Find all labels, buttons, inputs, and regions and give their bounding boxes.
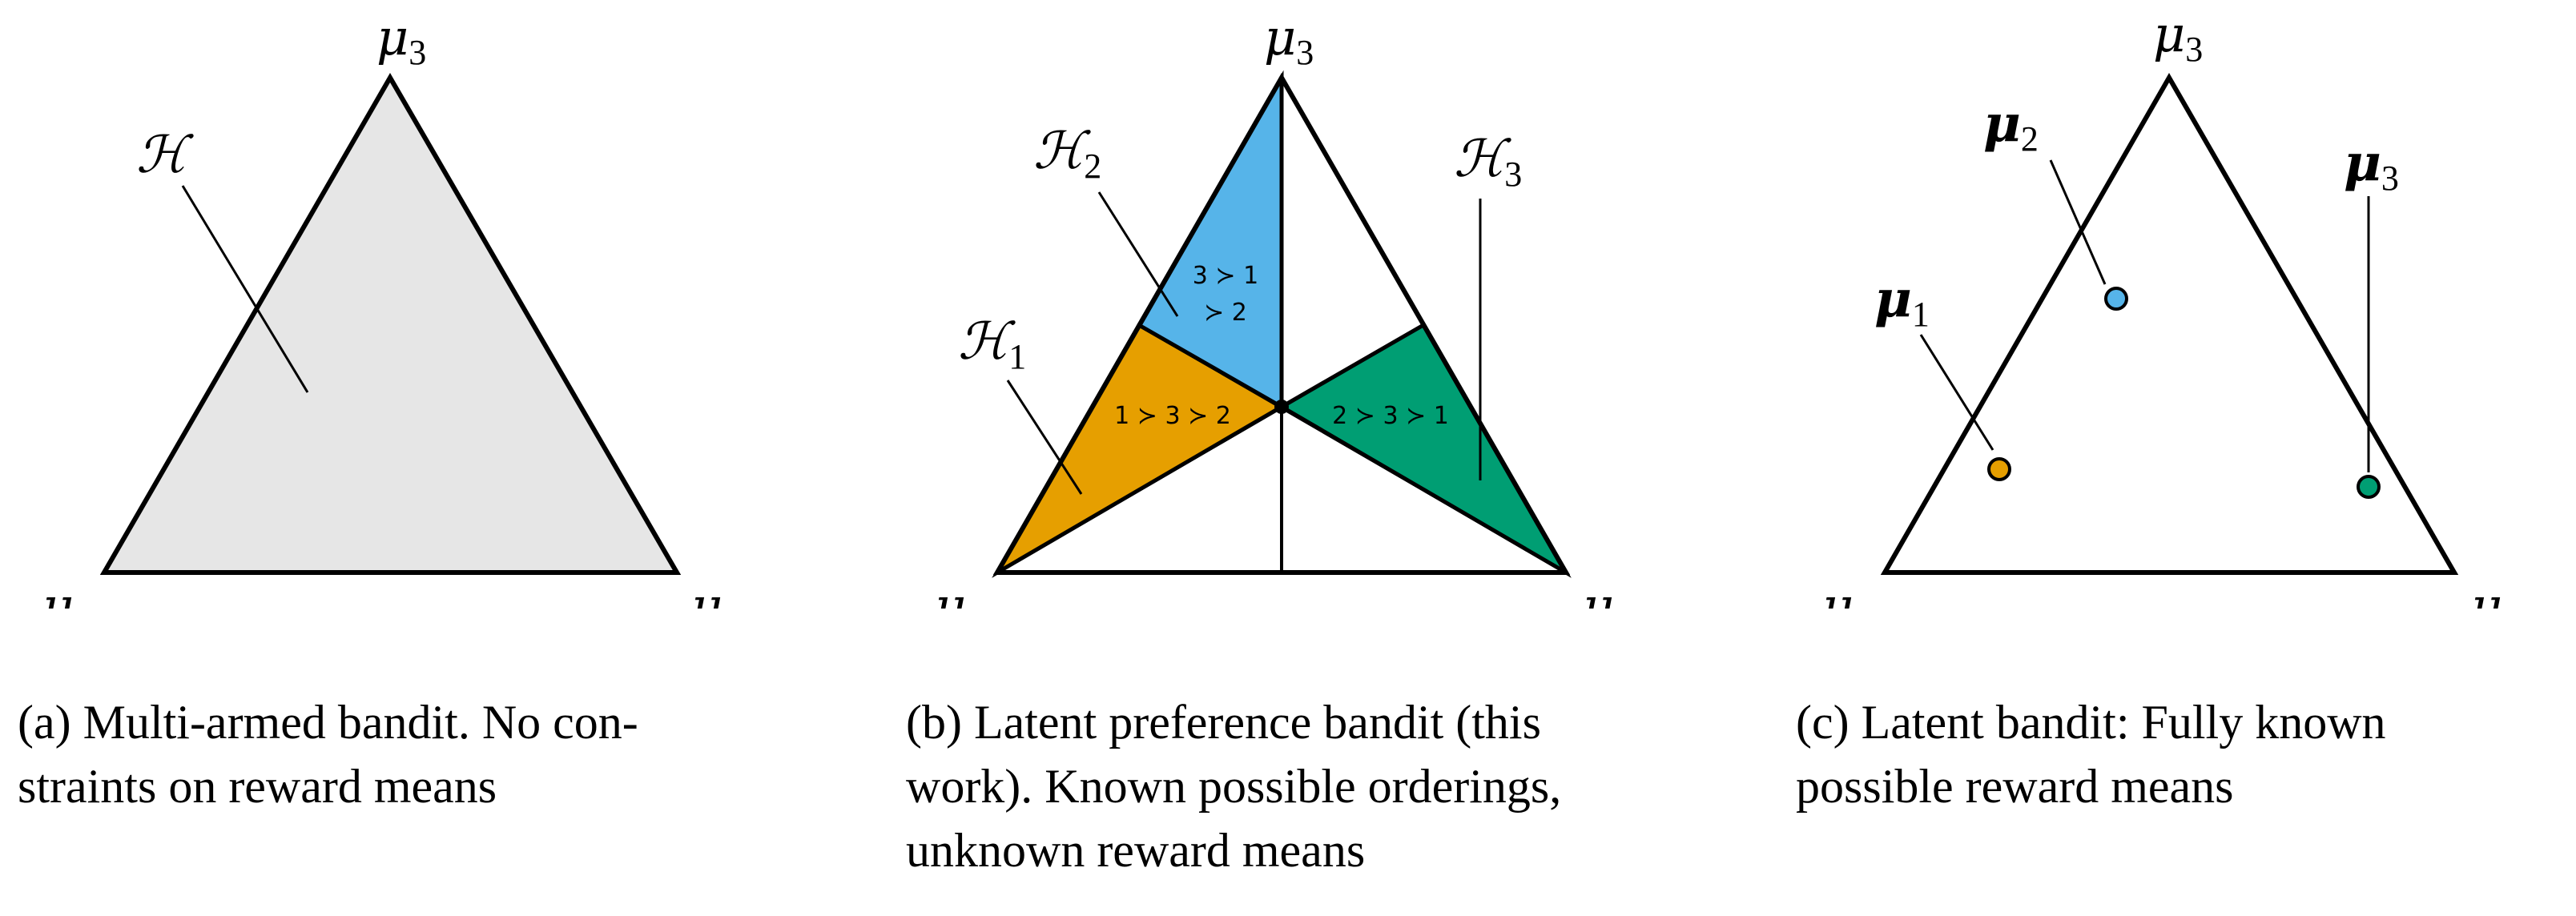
caption-a: (a) Multi-armed bandit. No con- straints… [18,690,819,818]
vertex-label-mu1-c: μ1 [1821,577,1871,609]
vertex-label-mu1-a: μ1 [42,577,91,609]
order-label-h3: 2 ≻ 3 ≻ 1 [1332,402,1449,430]
point-label-mu2: μ2 [1983,94,2039,159]
vertex-label-mu3-a: μ3 [376,8,426,72]
caption-b-line-3: unknown reward means [906,824,1366,877]
hypothesis-region-a [99,73,682,575]
panel-b: 1 ≻ 3 ≻ 2 3 ≻ 1 ≻ 2 2 ≻ 3 ≻ 1 ℋ1 ℋ2 ℋ3 μ… [934,8,1632,609]
bisector-right [1137,323,1568,574]
caption-c: (c) Latent bandit: Fully known possible … [1796,690,2565,818]
order-label-h1: 1 ≻ 3 ≻ 2 [1114,402,1231,430]
vertex-label-mu3-b: μ3 [1264,8,1314,72]
leader-line-h2 [1097,191,1179,317]
order-label-h2-line1: 3 ≻ 1 [1193,262,1258,290]
point-label-mu1: μ1 [1874,269,1930,334]
region-name-h2: ℋ2 [1033,122,1101,186]
region-h3 [1278,322,1572,578]
caption-b-line-2: work). Known possible orderings, [906,760,1562,813]
vertex-label-mu2-b: μ2 [1582,577,1632,609]
bisector-left [996,323,1425,574]
caption-c-line-2: possible reward means [1796,760,2234,813]
caption-c-line-1: (c) Latent bandit: Fully known [1796,696,2386,749]
simplex-c [1880,72,2459,575]
leader-line-h [181,185,309,393]
diagram-canvas: ℋ μ1 μ2 μ3 1 ≻ 3 ≻ 2 3 ≻ 1 ≻ 2 2 ≻ 3 ≻ 1… [42,5,2520,609]
caption-a-line-1: (a) Multi-armed bandit. No con- [18,696,638,749]
caption-b-line-1: (b) Latent preference bandit (this [906,696,1541,749]
region-name-h1: ℋ1 [958,312,1026,376]
vertex-label-mu3-c: μ3 [2153,5,2203,69]
leader-line-mu2 [2049,159,2107,285]
caption-b: (b) Latent preference bandit (this work)… [906,690,1707,882]
centroid-point [1274,400,1289,414]
reward-mean-point-2 [2104,287,2128,311]
region-name-h3: ℋ3 [1454,130,1522,194]
order-label-h2-line2: ≻ 2 [1204,299,1247,327]
vertex-label-mu1-b: μ1 [934,577,984,609]
panel-a: ℋ μ1 μ2 μ3 [42,8,740,609]
caption-a-line-2: straints on reward means [18,760,497,813]
leader-line-h1 [1006,380,1083,495]
reward-mean-point-3 [2357,475,2381,499]
vertex-label-mu2-a: μ2 [690,577,740,609]
leader-line-mu1 [1919,334,1994,451]
reward-mean-point-1 [1987,457,2011,481]
vertex-label-mu2-c: μ2 [2470,577,2520,609]
region-label-h: ℋ [136,126,194,185]
panel-c: μ1 μ2 μ3 μ1 μ2 μ3 [1821,5,2520,609]
point-label-mu3: μ3 [2344,133,2399,198]
